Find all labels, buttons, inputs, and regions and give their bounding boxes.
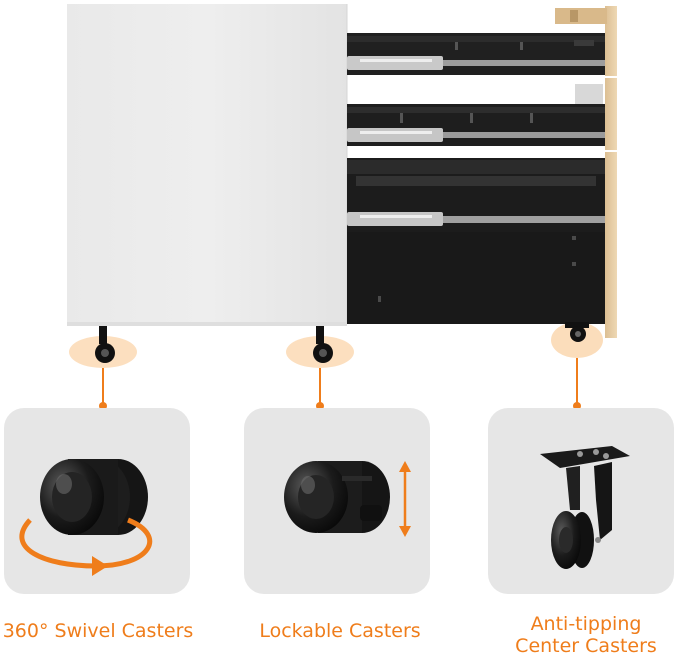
- caster-marker-middle: [286, 326, 354, 410]
- swivel-caster-wheel: [40, 459, 148, 535]
- drawer-bottom: [347, 158, 605, 324]
- swivel-caster-panel: [4, 408, 190, 594]
- center-casters-caption: Anti-tipping Center Casters: [500, 613, 672, 657]
- lockable-caster-panel: [244, 408, 430, 594]
- swivel-arrow-icon: [19, 517, 152, 576]
- center-casters-caption-line1: Anti-tipping: [530, 613, 642, 635]
- swivel-casters-caption: 360° Swivel Casters: [2, 620, 194, 642]
- drawer-fronts: [555, 6, 617, 338]
- center-caster-panel: [488, 408, 674, 594]
- caster-marker-right: [551, 322, 603, 410]
- drawer-middle: [347, 84, 605, 146]
- up-down-arrow-icon: [399, 461, 411, 537]
- cabinet-body: [67, 4, 348, 326]
- center-casters-caption-line2: Center Casters: [515, 635, 657, 657]
- caster-marker-left: [69, 326, 137, 410]
- lockable-caster-wheel: [284, 461, 390, 533]
- lockable-casters-caption: Lockable Casters: [259, 620, 421, 642]
- drawer-top: [347, 33, 605, 75]
- center-caster-wheel: [540, 446, 630, 569]
